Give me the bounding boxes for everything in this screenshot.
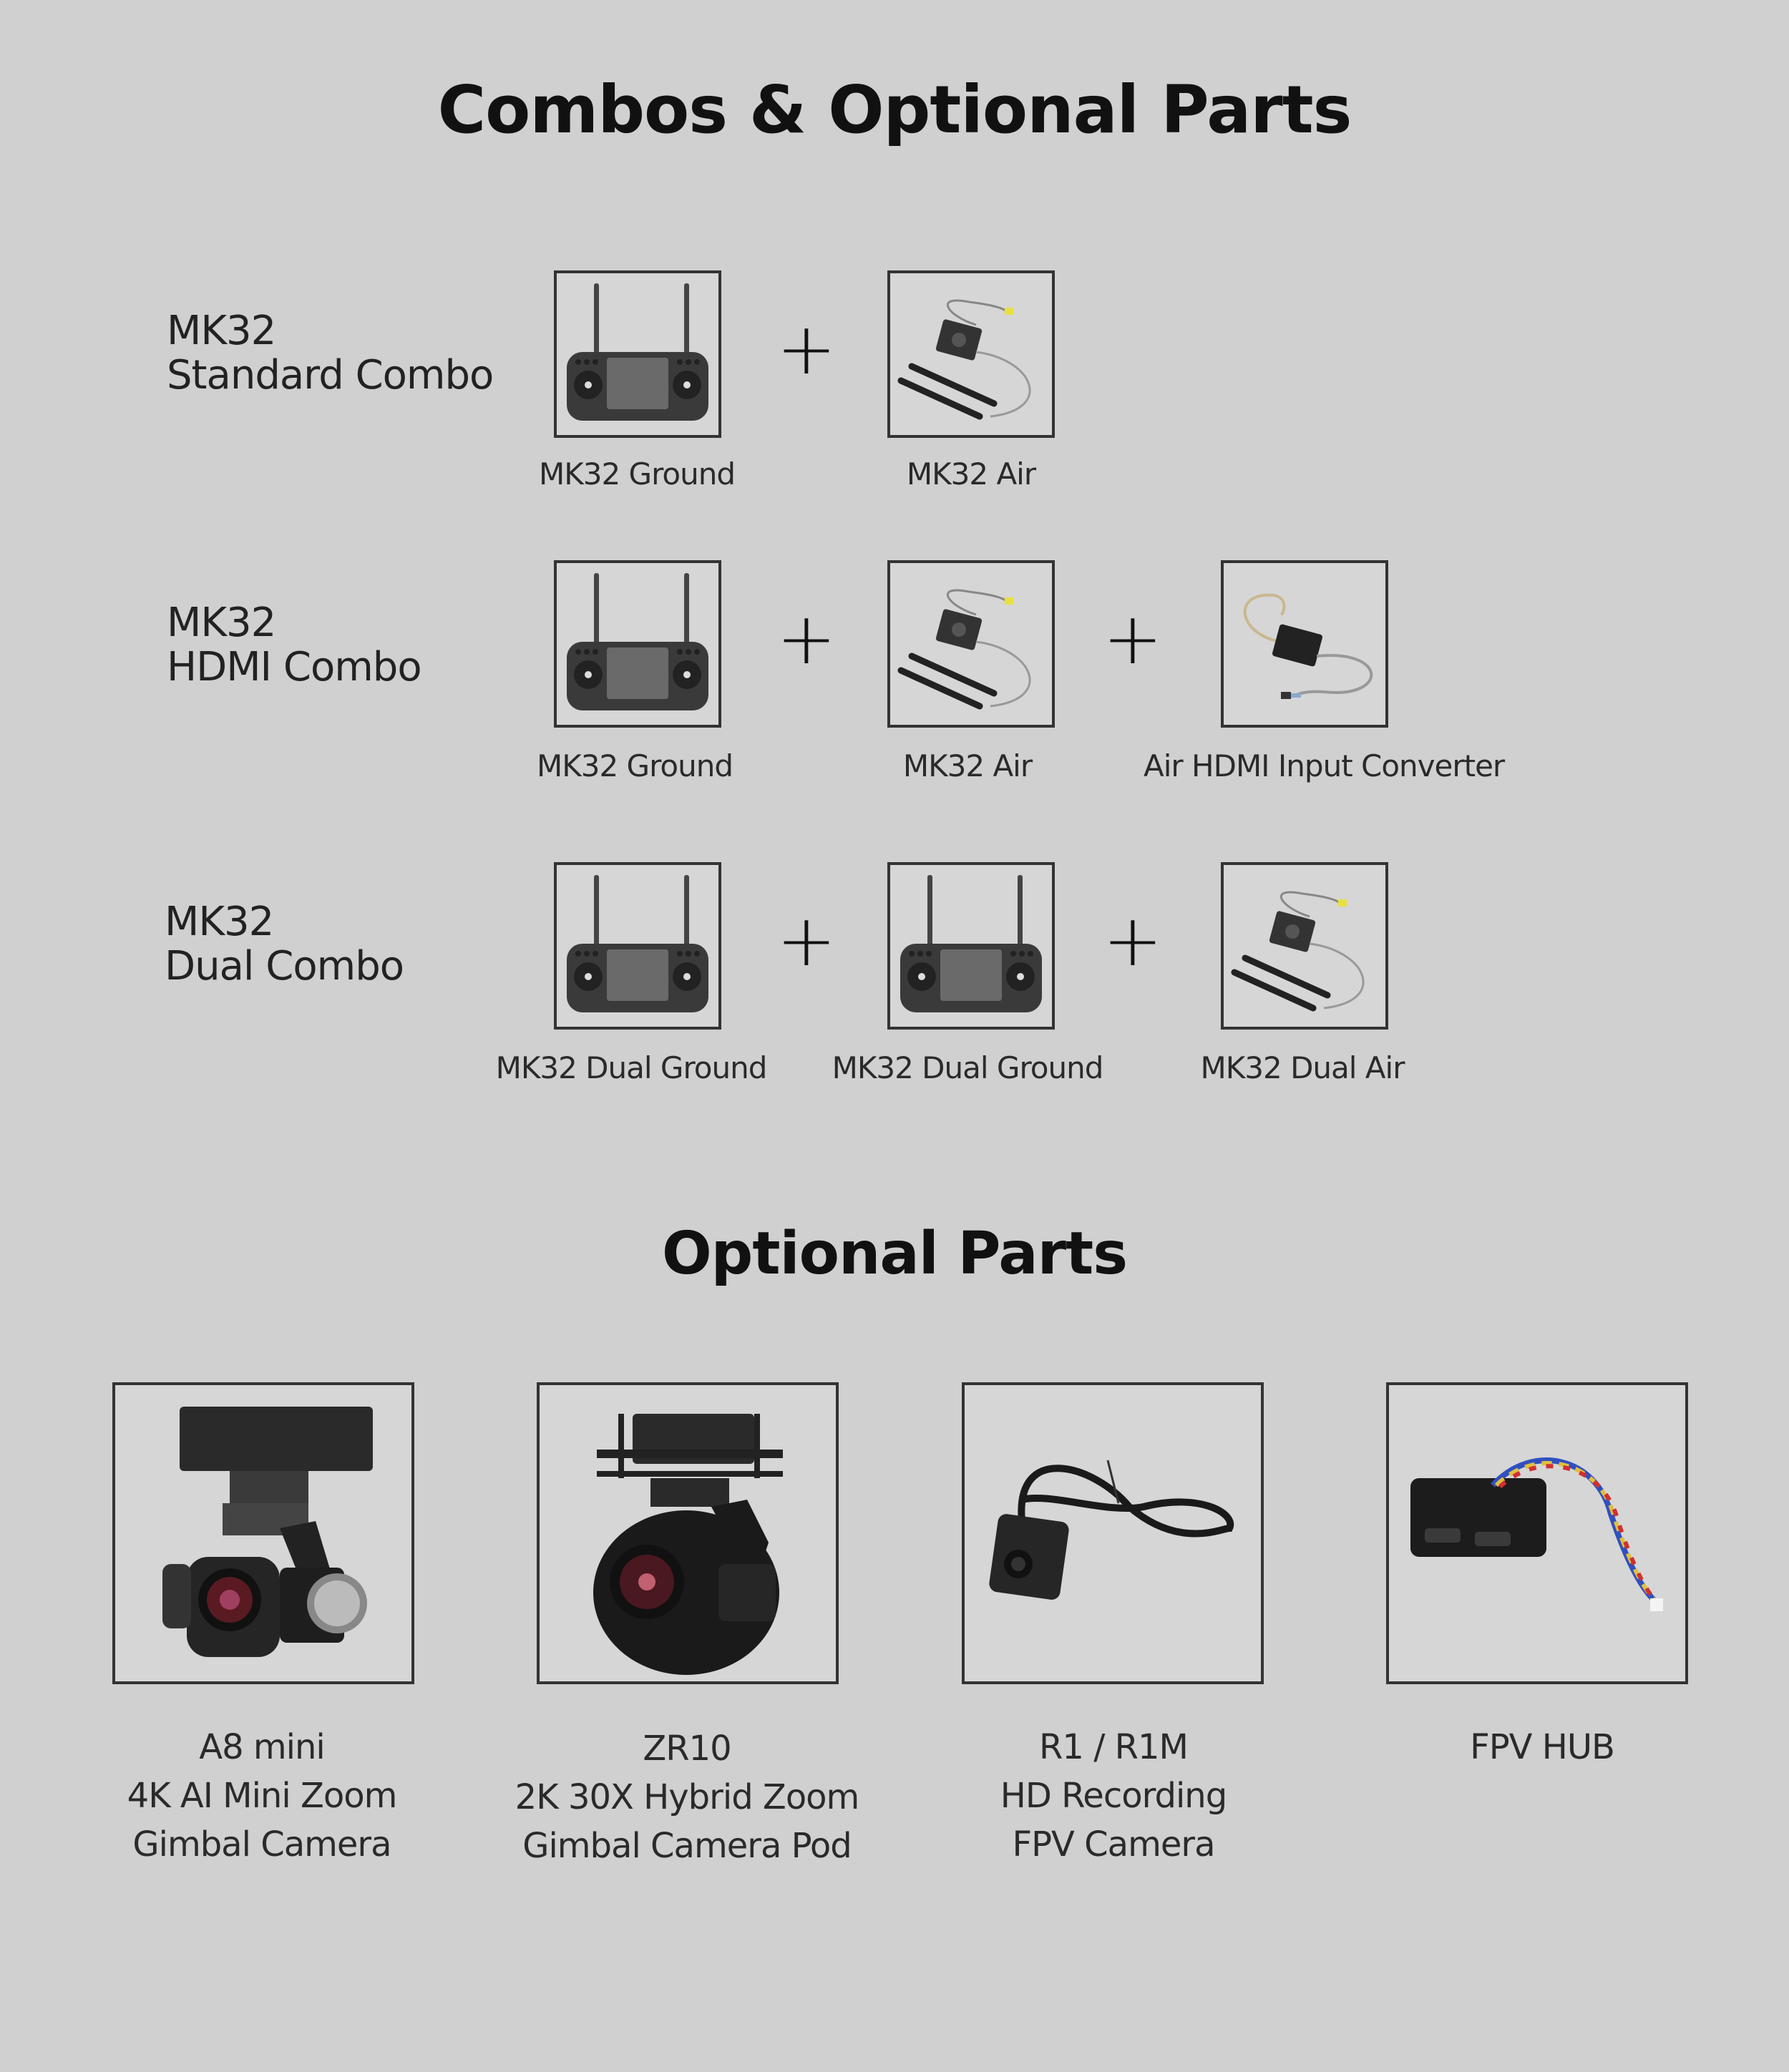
combo-name-line2: Dual Combo <box>165 943 404 989</box>
part-desc: Gimbal Camera <box>132 1824 391 1865</box>
remote-controller-icon <box>557 865 718 1027</box>
product-image-mk32-dual-air <box>1221 862 1388 1030</box>
plus-icon: + <box>776 307 837 391</box>
combo-name-standard: MK32 Standard Combo <box>167 308 494 399</box>
part-desc: 4K AI Mini Zoom <box>127 1776 398 1816</box>
part-name: FPV HUB <box>1470 1727 1615 1767</box>
item-label: MK32 Ground <box>538 456 736 492</box>
item-label: MK32 Ground <box>536 748 733 783</box>
air-unit-icon <box>1224 865 1385 1027</box>
combo-name-line1: MK32 <box>167 308 276 354</box>
plus-icon: + <box>1103 899 1163 982</box>
plus-icon: + <box>776 899 837 982</box>
item-label: MK32 Dual Air <box>1200 1050 1405 1085</box>
combo-name-line2: HDMI Combo <box>167 644 422 690</box>
combo-name-hdmi: MK32 HDMI Combo <box>167 600 422 690</box>
product-image-mk32-dual-ground <box>887 862 1055 1030</box>
product-image-mk32-ground <box>554 270 721 438</box>
gimbal-pod-icon <box>540 1385 836 1681</box>
part-desc: FPV Camera <box>1012 1824 1215 1865</box>
product-image-mk32-air <box>887 270 1055 438</box>
combo-name-dual: MK32 Dual Combo <box>165 900 404 989</box>
item-label: MK32 Air <box>902 748 1033 783</box>
combo-name-line1: MK32 <box>167 600 276 646</box>
part-image-zr10 <box>537 1382 839 1684</box>
product-image-hdmi-converter <box>1221 560 1388 728</box>
part-caption-zr10: ZR10 2K 30X Hybrid Zoom Gimbal Camera Po… <box>472 1724 902 1870</box>
product-image-mk32-ground <box>554 560 721 728</box>
part-name: ZR10 <box>643 1729 731 1769</box>
item-label: Air HDMI Input Converter <box>1144 748 1505 783</box>
item-label: MK32 Dual Ground <box>832 1050 1104 1085</box>
air-unit-icon <box>890 273 1052 435</box>
product-image-mk32-dual-ground <box>554 862 721 1030</box>
part-desc: Gimbal Camera Pod <box>522 1826 852 1866</box>
item-label: MK32 Dual Ground <box>495 1050 768 1085</box>
plus-icon: + <box>1103 597 1163 680</box>
part-caption-fpv-hub: FPV HUB <box>1327 1723 1757 1772</box>
air-unit-icon <box>890 563 1052 725</box>
remote-controller-icon <box>557 273 718 435</box>
item-label: MK32 Air <box>906 456 1036 492</box>
hdmi-converter-icon <box>1224 563 1385 725</box>
fpv-camera-icon <box>965 1385 1261 1681</box>
combo-name-line2: Standard Combo <box>167 352 494 399</box>
part-image-fpv-hub <box>1386 1382 1688 1684</box>
part-image-a8-mini <box>112 1382 414 1684</box>
part-desc: 2K 30X Hybrid Zoom <box>515 1777 860 1817</box>
section-title-optional-parts: Optional Parts <box>661 1220 1128 1288</box>
part-caption-a8-mini: A8 mini 4K AI Mini Zoom Gimbal Camera <box>47 1723 477 1869</box>
remote-controller-icon <box>557 563 718 725</box>
product-image-mk32-air <box>887 560 1055 728</box>
combo-name-line1: MK32 <box>165 899 274 945</box>
part-name: R1 / R1M <box>1039 1727 1189 1767</box>
part-caption-r1: R1 / R1M HD Recording FPV Camera <box>899 1723 1328 1869</box>
part-name: A8 mini <box>199 1727 325 1767</box>
fpv-hub-icon <box>1389 1385 1685 1681</box>
part-image-r1 <box>962 1382 1264 1684</box>
part-desc: HD Recording <box>1000 1776 1227 1816</box>
gimbal-camera-icon <box>115 1385 411 1681</box>
plus-icon: + <box>776 597 837 680</box>
remote-controller-icon <box>890 865 1052 1027</box>
page-title: Combos & Optional Parts <box>437 72 1352 148</box>
